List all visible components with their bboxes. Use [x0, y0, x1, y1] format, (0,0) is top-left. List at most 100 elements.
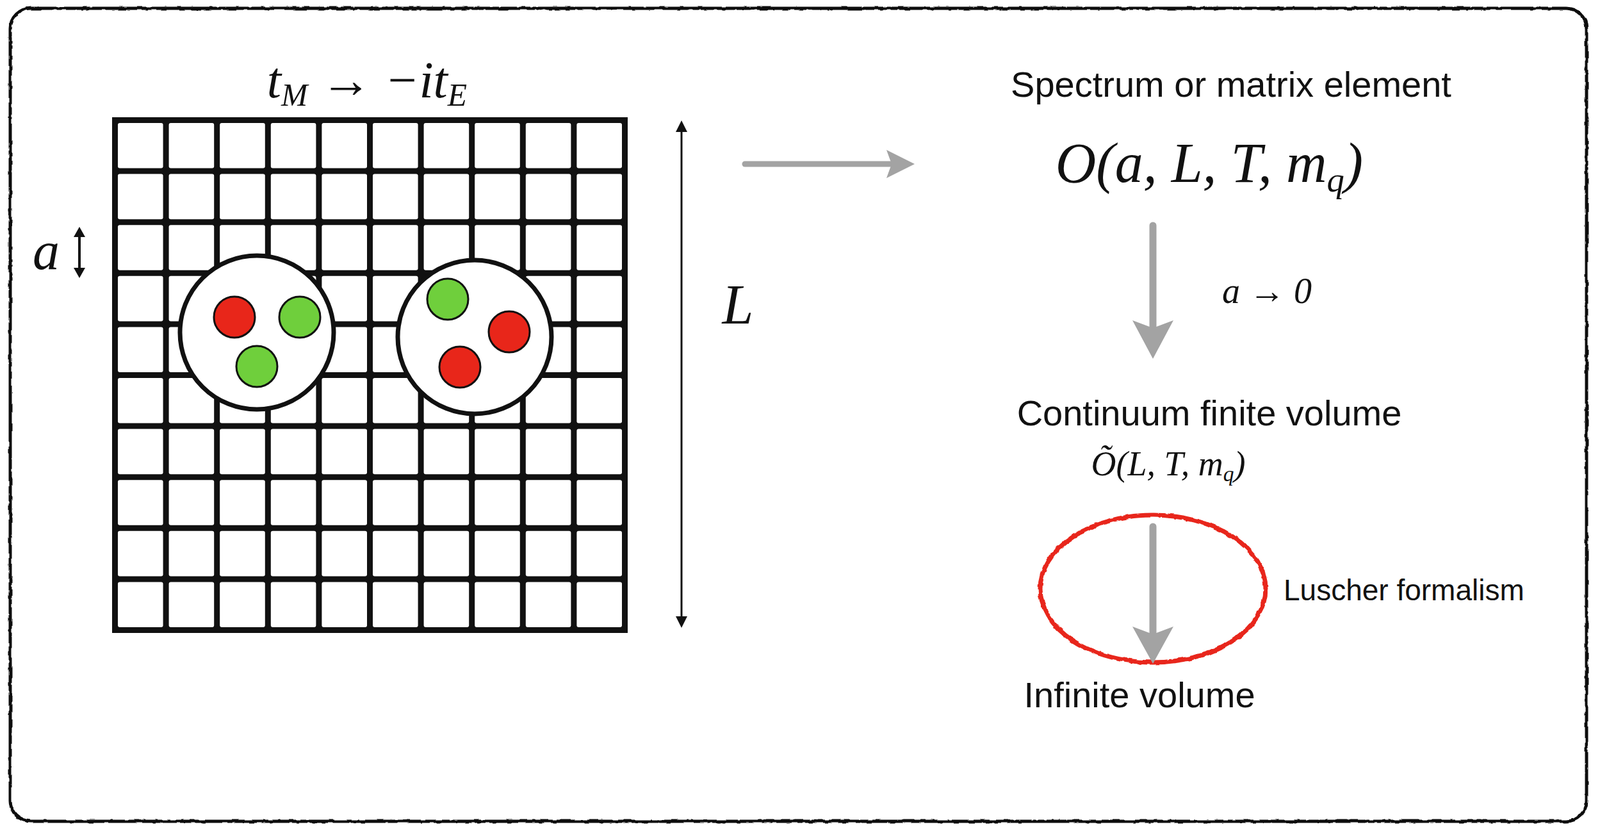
subscript: E [447, 77, 467, 113]
lattice-cell [117, 326, 164, 373]
lattice-cell [474, 581, 521, 628]
arrow-shaft [744, 161, 891, 168]
label-text: a → 0 [1222, 270, 1312, 311]
lattice-cell [424, 479, 470, 526]
lattice-cell [117, 377, 164, 424]
lattice-cell [372, 530, 419, 577]
quark-green [279, 296, 321, 338]
spacing-label: a [32, 220, 60, 283]
lattice-cell [219, 174, 266, 220]
lattice-cell [117, 479, 164, 526]
lattice-cell [270, 122, 317, 169]
label-text: Continuum finite volume [1017, 392, 1403, 433]
lattice-frame [112, 117, 628, 633]
label-text: Infinite volume [1023, 674, 1255, 715]
method-label: Luscher formalism [1283, 573, 1525, 608]
arrow-shaft [1149, 225, 1157, 328]
limit-label: a → 0 [1222, 270, 1312, 312]
lattice-cell [525, 224, 572, 271]
lattice-cell [270, 581, 317, 628]
outer-frame [10, 8, 1587, 822]
lattice-cell [117, 276, 164, 322]
lattice-cell [169, 581, 215, 628]
lattice-cell [219, 122, 266, 169]
lattice-cell [424, 122, 470, 169]
label-text: ) [1233, 444, 1246, 483]
lattice-cell [474, 174, 521, 220]
arrow-head [73, 226, 86, 237]
lattice-cell [117, 224, 164, 271]
lattice-cell [576, 479, 622, 526]
quark-red [213, 296, 255, 338]
lattice-cell [169, 429, 215, 475]
wick-rotation: tM → −itE [267, 50, 467, 115]
arrow-shaft [1149, 526, 1157, 635]
lattice-cell [576, 530, 622, 577]
length-arrow [675, 120, 688, 628]
lattice-cell [169, 174, 215, 220]
hadron-left [179, 255, 334, 410]
lattice-cell [372, 122, 419, 169]
arrow-shaft [78, 234, 81, 271]
lattice-cell [117, 581, 164, 628]
lattice-cell [219, 581, 266, 628]
lattice-cell [576, 429, 622, 475]
label-text: O(a, L, T, m [1055, 131, 1328, 195]
observable-formula: O(a, L, T, mq) [1055, 130, 1364, 201]
lattice-cell [525, 479, 572, 526]
arrow-head [675, 120, 688, 132]
arrow-head [675, 616, 688, 628]
arrow-head [1132, 320, 1174, 359]
label-text: a [32, 220, 60, 281]
label-text: t [267, 51, 282, 109]
arrow-head [73, 267, 86, 278]
stage-text: Infinite volume [1023, 674, 1255, 716]
lattice-cell [424, 581, 470, 628]
lattice-cell [576, 122, 622, 169]
lattice-cell [525, 581, 572, 628]
lattice-cell [321, 479, 368, 526]
label-text: Luscher formalism [1283, 573, 1525, 607]
lattice-cell [219, 479, 266, 526]
label-text: → −it [320, 51, 448, 109]
lattice-cell [576, 326, 622, 373]
flow-arrow [1132, 225, 1174, 359]
lattice-cell [576, 174, 622, 220]
lattice-cell [321, 174, 368, 220]
lattice-cell [525, 174, 572, 220]
lattice-cell [424, 429, 470, 475]
lattice-cell [474, 429, 521, 475]
lattice-cell [576, 276, 622, 322]
lattice-cell [372, 479, 419, 526]
label-text: Õ(L, T, m [1091, 444, 1224, 483]
lattice-cell [270, 479, 317, 526]
lattice-cell [525, 429, 572, 475]
lattice-cell [474, 530, 521, 577]
lattice-cell [372, 581, 419, 628]
lattice-cell [219, 429, 266, 475]
lattice-cell [169, 530, 215, 577]
flow-arrow [1132, 526, 1174, 664]
lattice-cell [169, 224, 215, 271]
lattice-cell [372, 224, 419, 271]
quark-green [427, 278, 469, 320]
lattice-grid [112, 117, 628, 633]
lattice-cell [270, 530, 317, 577]
lattice-cell [525, 530, 572, 577]
quark-red [488, 311, 530, 353]
lattice-cell [372, 377, 419, 424]
arrow-head [886, 149, 915, 179]
length-label: L [722, 272, 754, 337]
lattice-cell [576, 377, 622, 424]
lattice-cell [321, 224, 368, 271]
lattice-cell [117, 122, 164, 169]
lattice-cell [424, 530, 470, 577]
lattice-cell [321, 581, 368, 628]
hadron-right [397, 260, 552, 414]
subscript: M [281, 77, 308, 113]
continuum-formula: Õ(L, T, mq) [1091, 443, 1246, 487]
lattice-cell [321, 377, 368, 424]
lattice-cell [576, 581, 622, 628]
quark-green [236, 345, 278, 387]
subscript: q [1327, 160, 1345, 200]
